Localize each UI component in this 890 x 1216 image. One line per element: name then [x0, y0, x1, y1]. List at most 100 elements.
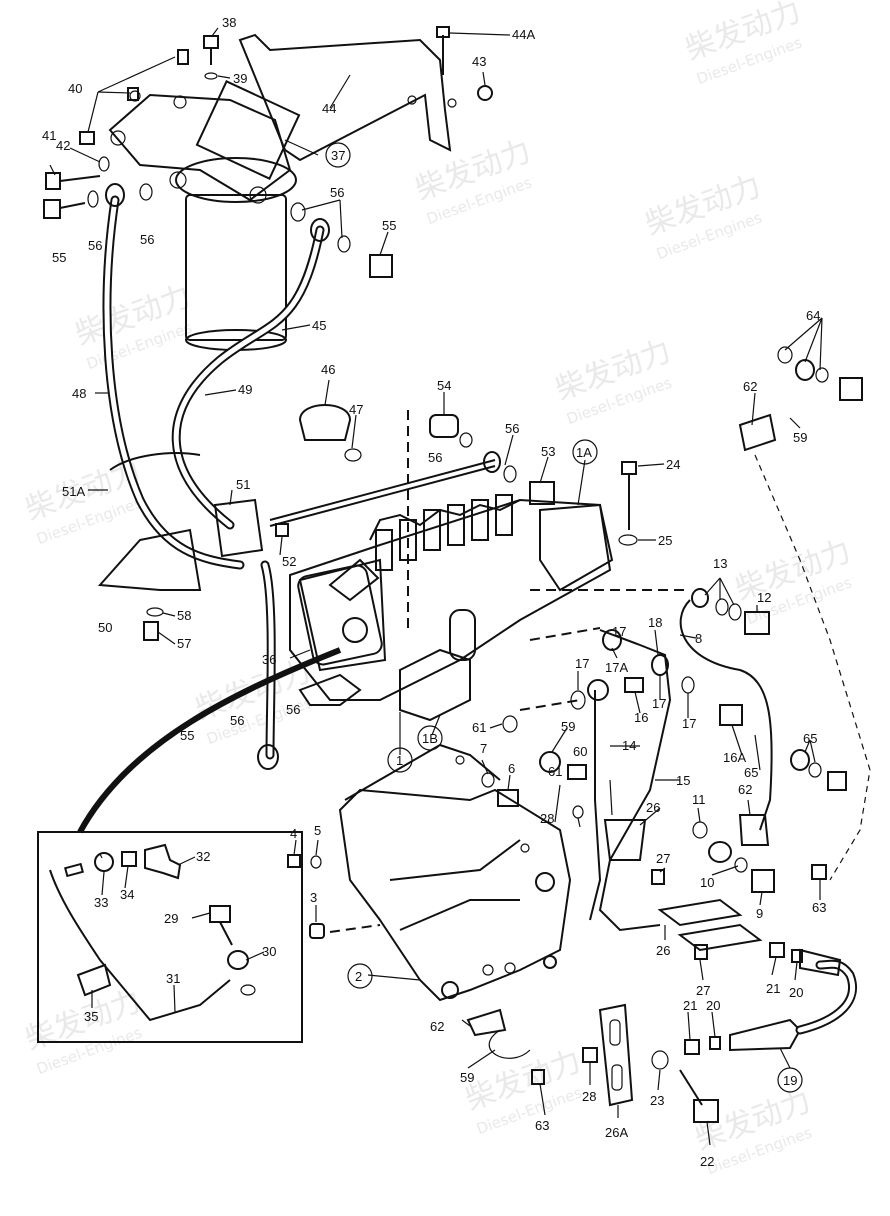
label-17-d: 17 [682, 716, 696, 731]
bolt-22 [693, 1099, 719, 1123]
clamp-51 [213, 498, 264, 558]
label-62-r: 62 [738, 782, 752, 797]
label-6: 6 [508, 761, 515, 776]
label-44A: 44A [512, 27, 535, 42]
banjo-bolt-55b [369, 254, 393, 278]
washer-61 [502, 715, 518, 733]
inset-detail-box [37, 647, 342, 1043]
nut-28b [582, 1047, 598, 1063]
label-4: 4 [290, 826, 297, 841]
bolt-9 [751, 869, 775, 893]
label-34: 34 [120, 887, 134, 902]
bolt-65 [827, 771, 847, 791]
label-64: 64 [806, 308, 820, 323]
label-16A: 16A [723, 750, 746, 765]
cover-46 [298, 404, 352, 441]
label-12: 12 [757, 590, 771, 605]
label-43: 43 [472, 54, 486, 69]
label-46: 46 [321, 362, 335, 377]
label-31: 31 [166, 971, 180, 986]
label-23: 23 [650, 1093, 664, 1108]
label-20-a: 20 [789, 985, 803, 1000]
label-63-r: 63 [812, 900, 826, 915]
label-17-a: 17 [612, 624, 626, 639]
label-57: 57 [177, 636, 191, 651]
washer-56a [139, 183, 153, 201]
nut-33 [94, 852, 114, 872]
pipe-8 [679, 599, 773, 831]
label-63-b: 63 [535, 1118, 549, 1133]
washer-58 [146, 607, 164, 617]
clip-51A [109, 452, 201, 471]
label-51: 51 [236, 477, 250, 492]
label-56-low2: 56 [286, 702, 300, 717]
label-62-tr: 62 [743, 379, 757, 394]
label-3: 3 [310, 890, 317, 905]
clamp-26 [603, 819, 647, 861]
fitting-54 [429, 414, 459, 438]
label-60: 60 [573, 744, 587, 759]
label-56-top: 56 [330, 185, 344, 200]
label-52: 52 [282, 554, 296, 569]
hose-clamps [97, 452, 289, 641]
label-39: 39 [233, 71, 247, 86]
label-53: 53 [541, 444, 555, 459]
sleeve-33a [64, 862, 84, 878]
sleeve-1B [449, 609, 476, 661]
label-37: 37 [331, 148, 345, 163]
plug-40b [127, 87, 139, 101]
label-65-a: 65 [744, 765, 758, 780]
lower-parts [466, 942, 857, 1123]
inset-leader [77, 647, 342, 834]
label-29: 29 [164, 911, 178, 926]
filter-head [108, 93, 292, 202]
strap-26A [598, 1003, 634, 1107]
label-55-low: 55 [180, 728, 194, 743]
injection-pump [289, 494, 614, 722]
label-7: 7 [480, 741, 487, 756]
spacer-3 [309, 923, 325, 939]
label-2: 2 [355, 969, 362, 984]
bolt-27 [651, 869, 665, 885]
label-47: 47 [349, 402, 363, 417]
label-61b: 61 [548, 764, 562, 779]
label-32: 32 [196, 849, 210, 864]
bolt-16A [719, 704, 743, 726]
label-55-left: 55 [52, 250, 66, 265]
screw-63b [531, 1069, 545, 1085]
leader-lines [49, 27, 823, 1146]
label-13: 13 [713, 556, 727, 571]
label-41: 41 [42, 128, 56, 143]
banjo-30 [227, 950, 249, 970]
label-58: 58 [177, 608, 191, 623]
label-56-left: 56 [88, 238, 102, 253]
label-15: 15 [676, 773, 690, 788]
label-11: 11 [692, 792, 706, 807]
washer-47 [344, 448, 362, 462]
clamp-35 [76, 963, 112, 997]
fuel-line-1A [269, 404, 638, 546]
bolt-52 [275, 523, 289, 537]
pump-bracket-2 [287, 743, 572, 1002]
washer-25 [618, 534, 638, 546]
pump-body [289, 498, 612, 701]
bolt-53 [529, 481, 555, 505]
circled-label-rings [325, 142, 803, 1093]
inset-frame [37, 831, 303, 1043]
label-59-b: 59 [460, 1070, 474, 1085]
bolt-4 [287, 854, 301, 868]
label-54: 54 [437, 378, 451, 393]
label-9: 9 [756, 906, 763, 921]
label-45: 45 [312, 318, 326, 333]
right-connectors [692, 346, 871, 893]
label-19: 19 [783, 1073, 797, 1088]
filter-head-dome [175, 157, 297, 203]
label-14: 14 [622, 738, 636, 753]
label-25: 25 [658, 533, 672, 548]
label-21-b: 21 [683, 998, 697, 1013]
label-42: 42 [56, 138, 70, 153]
washer-10 [734, 857, 748, 873]
label-48: 48 [72, 386, 86, 401]
label-8: 8 [695, 631, 702, 646]
